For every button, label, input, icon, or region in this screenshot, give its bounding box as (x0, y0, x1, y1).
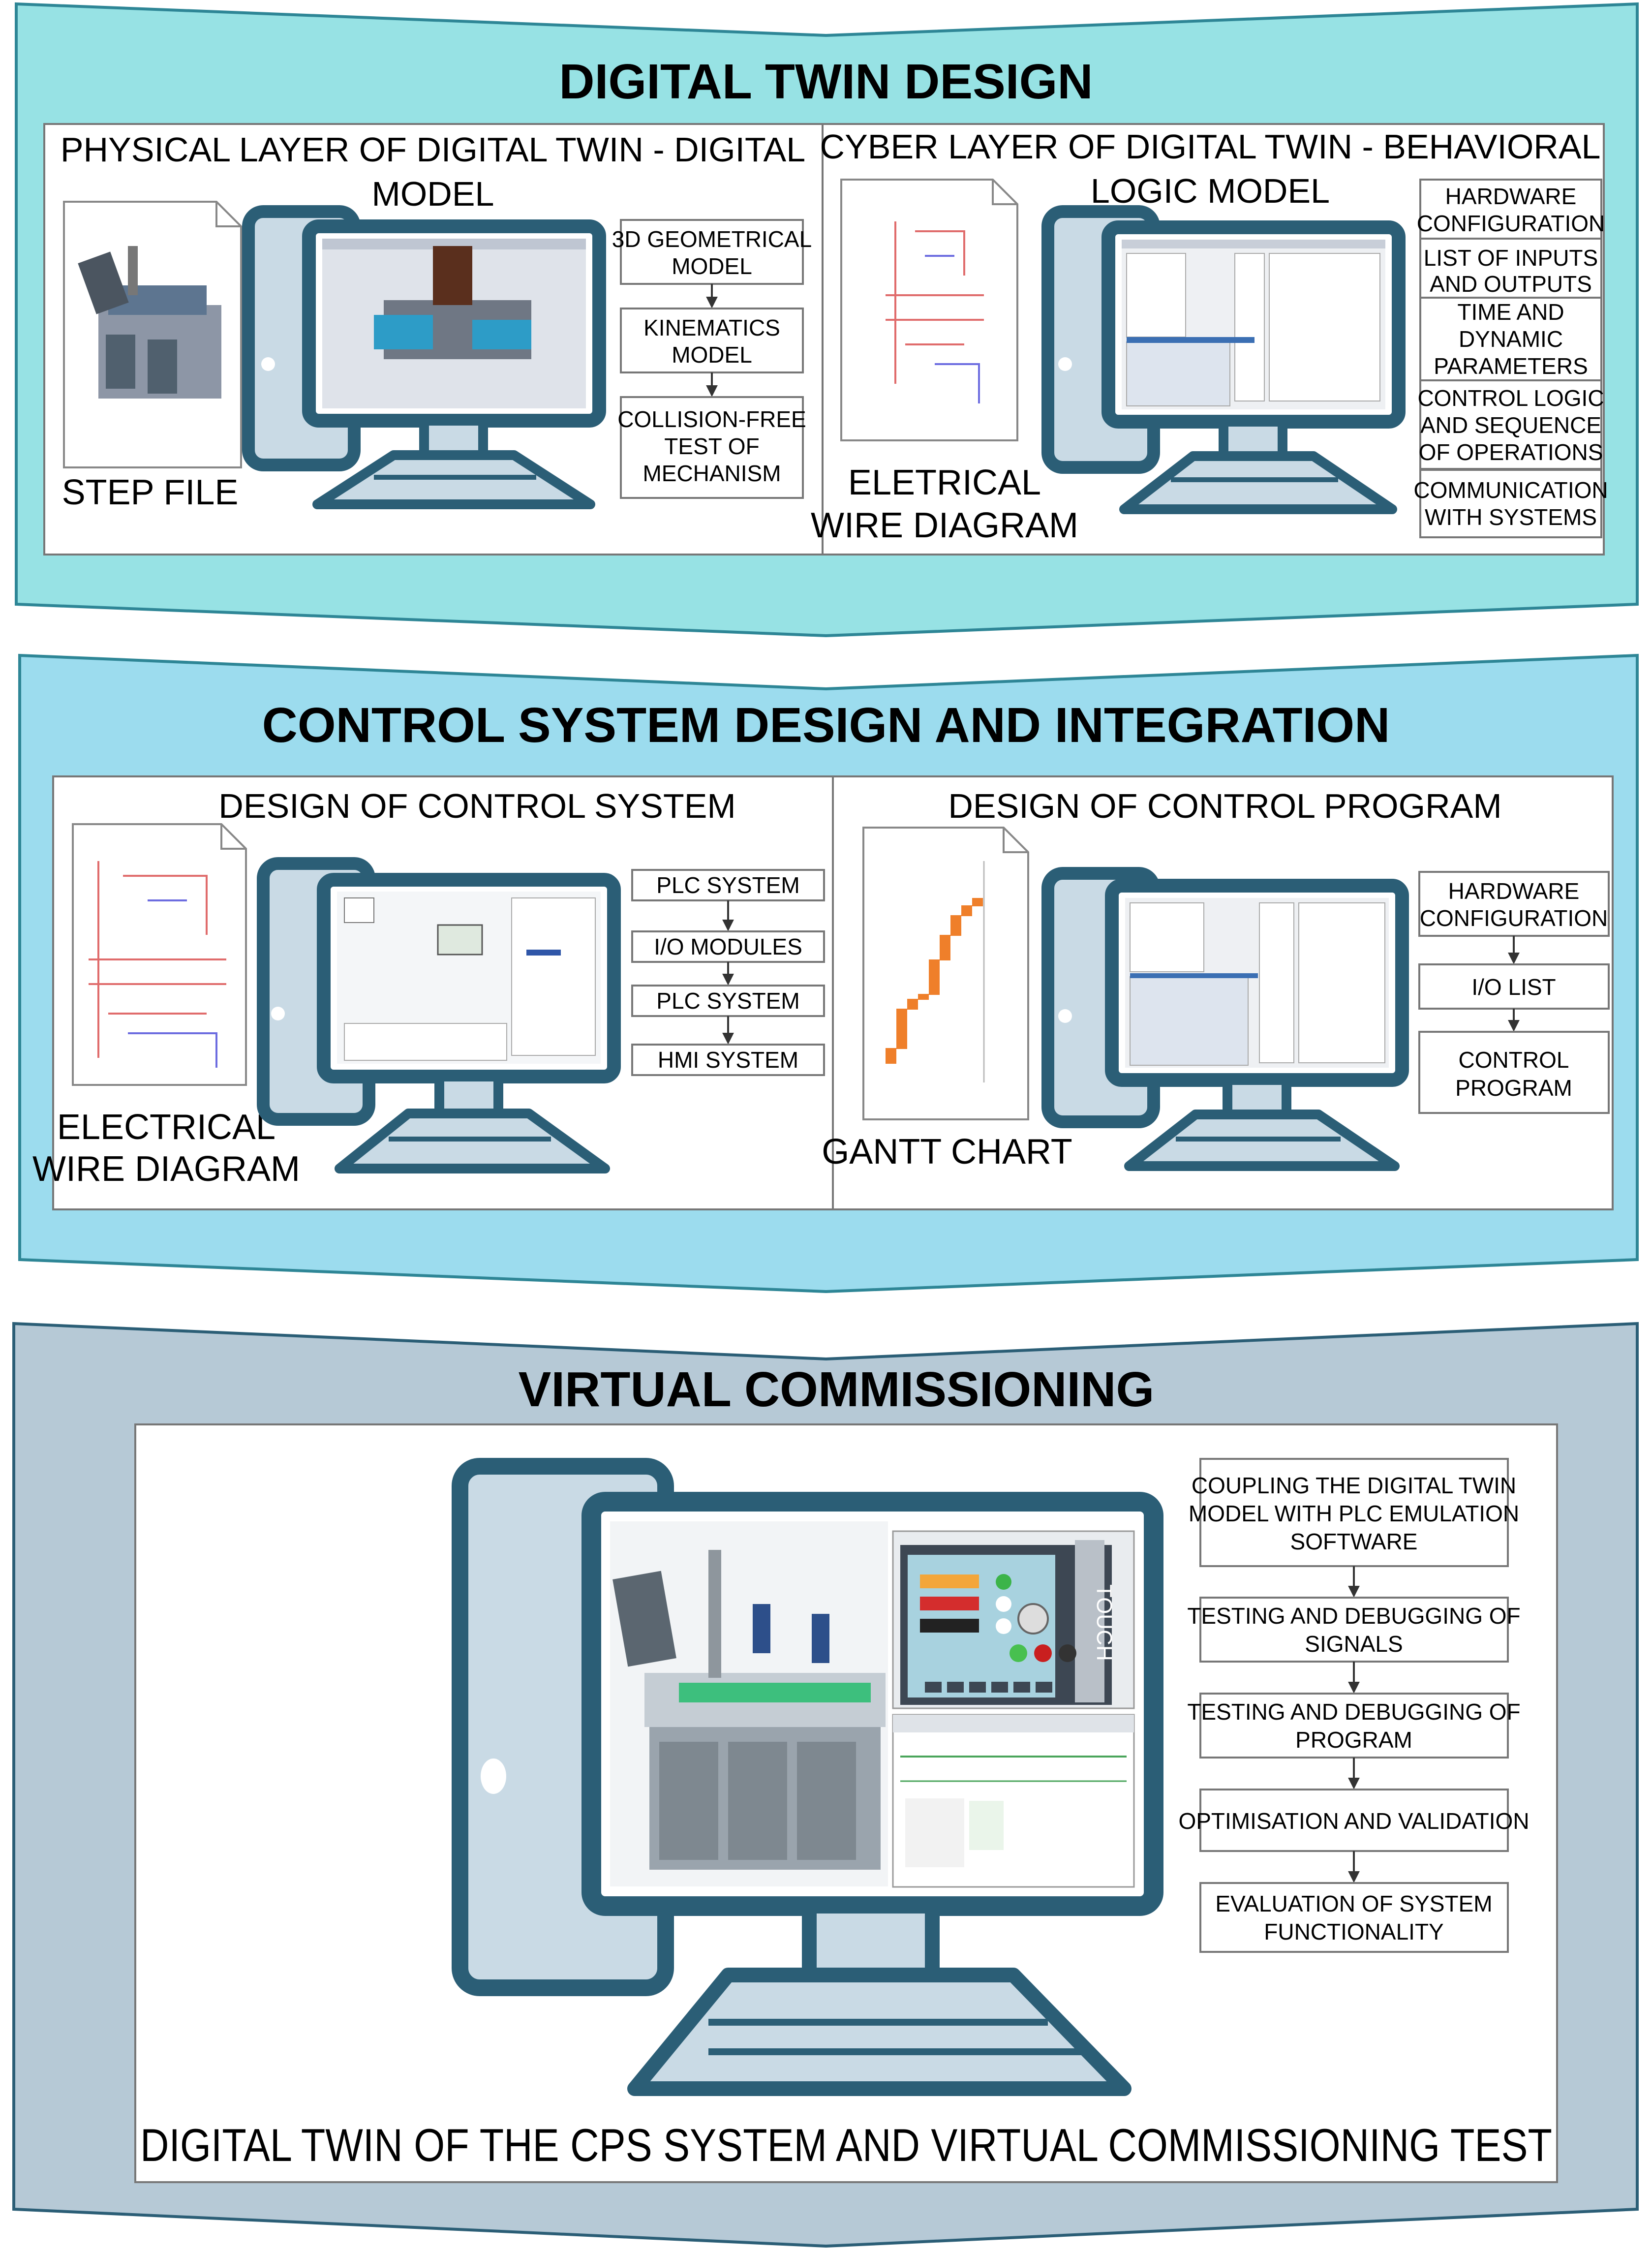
item-time-dynamic-parameters (1419, 297, 1602, 381)
cyber-layer-title: CYBER LAYER OF DIGITAL TWIN - BEHAVIORAL (820, 127, 1601, 166)
control-program-design-title: DESIGN OF CONTROL PROGRAM (948, 787, 1501, 825)
step-file-document (63, 201, 242, 468)
step-plc-system-2 (631, 985, 825, 1017)
svg-text:DYNAMIC: DYNAMIC (1459, 326, 1563, 352)
hardware-config-screenshot (337, 892, 601, 1064)
item-control-logic-sequence (1419, 379, 1602, 470)
step-collision-free-test (620, 396, 804, 499)
hmi-brand-label: TOUCH (1092, 1584, 1116, 1661)
gantt-bars (886, 898, 983, 1064)
step-evaluation-system-functionality (1199, 1882, 1509, 1953)
item-communication-with-systems (1419, 469, 1602, 538)
cad-software-screenshot (322, 239, 586, 408)
gantt-chart-label: GANTT CHART (822, 1132, 1072, 1172)
physical-layer-title-line2: MODEL (372, 175, 494, 213)
band-control-system-design: CONTROL SYSTEM DESIGN AND INTEGRATION DE… (18, 653, 1639, 1294)
svg-text:SIGNALS: SIGNALS (1305, 1631, 1403, 1657)
step-hardware-configuration (1418, 871, 1610, 937)
electrical-wire-diagram-document (72, 823, 247, 1086)
plc-software-screenshot (1122, 240, 1385, 409)
svg-text:I/O MODULES: I/O MODULES (654, 934, 802, 959)
wire-diagram-label-line2: WIRE DIAGRAM (811, 506, 1078, 545)
svg-text:HARDWARE: HARDWARE (1445, 184, 1577, 209)
step-testing-debugging-program (1199, 1693, 1509, 1759)
step-plc-system (631, 869, 825, 901)
band-2-title: CONTROL SYSTEM DESIGN AND INTEGRATION (262, 698, 1390, 753)
gantt-chart-document (862, 827, 1029, 1120)
tia-portal-screenshot (1125, 898, 1389, 1068)
svg-text:3D GEOMETRICAL: 3D GEOMETRICAL (612, 226, 812, 252)
svg-text:CONFIGURATION: CONFIGURATION (1420, 905, 1608, 931)
step-3d-geometrical-model (620, 219, 804, 285)
svg-text:AND SEQUENCE: AND SEQUENCE (1420, 412, 1601, 438)
band-3-title: VIRTUAL COMMISSIONING (519, 1362, 1155, 1417)
machine-thumbnail (78, 246, 221, 399)
control-system-steps-flow: PLC SYSTEM I/O MODULES PLC SYSTEM HMI SY… (631, 869, 825, 1076)
step-testing-debugging-signals (1199, 1597, 1509, 1663)
svg-text:CONTROL: CONTROL (1459, 1047, 1569, 1073)
band-1-title: DIGITAL TWIN DESIGN (559, 54, 1093, 109)
step-kinematics-model (620, 308, 804, 373)
svg-text:KINEMATICS: KINEMATICS (643, 315, 780, 340)
svg-text:MODEL: MODEL (672, 342, 752, 368)
wire-diagram-label-line1: ELETRICAL (848, 463, 1041, 502)
band-digital-twin-design: DIGITAL TWIN DESIGN PHYSICAL LAYER OF DI… (15, 2, 1639, 638)
svg-text:OF OPERATIONS: OF OPERATIONS (1419, 439, 1603, 465)
vc-footer-label: DIGITAL TWIN OF THE CPS SYSTEM AND VIRTU… (140, 2119, 1552, 2171)
step-hmi-system (631, 1044, 825, 1076)
svg-text:CONTROL LOGIC: CONTROL LOGIC (1417, 385, 1604, 411)
svg-text:TESTING AND DEBUGGING OF: TESTING AND DEBUGGING OF (1187, 1603, 1520, 1629)
item-list-of-inputs-outputs (1419, 238, 1602, 299)
electrical-wire-label-line1: ELECTRICAL (57, 1108, 275, 1147)
svg-text:PARAMETERS: PARAMETERS (1434, 353, 1588, 379)
svg-text:HMI SYSTEM: HMI SYSTEM (658, 1047, 798, 1073)
svg-text:EVALUATION OF SYSTEM: EVALUATION OF SYSTEM (1215, 1891, 1492, 1916)
svg-text:MECHANISM: MECHANISM (642, 461, 781, 486)
electrical-wire-label-line2: WIRE DIAGRAM (32, 1149, 300, 1189)
wire-diagram-document (840, 179, 1018, 441)
svg-text:PLC SYSTEM: PLC SYSTEM (656, 988, 799, 1014)
svg-text:COLLISION-FREE: COLLISION-FREE (617, 406, 806, 432)
item-hardware-configuration (1419, 179, 1602, 240)
svg-text:LIST OF INPUTS: LIST OF INPUTS (1424, 245, 1598, 271)
plc-monitor-window (892, 1714, 1135, 1888)
control-program-steps-flow: HARDWARE CONFIGURATION I/O LIST CONTROL … (1418, 871, 1610, 1114)
physical-steps-flow: 3D GEOMETRICAL MODEL KINEMATICS MODEL CO… (612, 219, 812, 499)
svg-text:MODEL WITH PLC EMULATION: MODEL WITH PLC EMULATION (1189, 1501, 1519, 1526)
svg-text:TESTING AND DEBUGGING OF: TESTING AND DEBUGGING OF (1187, 1699, 1520, 1725)
step-coupling-digital-twin (1199, 1458, 1509, 1567)
svg-text:SOFTWARE: SOFTWARE (1290, 1529, 1418, 1554)
vc-steps-flow: COUPLING THE DIGITAL TWIN MODEL WITH PLC… (1178, 1458, 1530, 1953)
svg-text:I/O LIST: I/O LIST (1471, 974, 1556, 1000)
svg-text:PROGRAM: PROGRAM (1295, 1727, 1412, 1753)
digital-twin-model-render (610, 1521, 888, 1886)
svg-text:PROGRAM: PROGRAM (1455, 1075, 1572, 1101)
svg-text:WITH SYSTEMS: WITH SYSTEMS (1425, 504, 1597, 530)
svg-text:OPTIMISATION AND VALIDATION: OPTIMISATION AND VALIDATION (1178, 1808, 1529, 1834)
svg-text:AND OUTPUTS: AND OUTPUTS (1430, 271, 1592, 297)
step-optimisation-validation (1199, 1789, 1509, 1852)
svg-text:PLC SYSTEM: PLC SYSTEM (656, 872, 799, 898)
svg-text:CONFIGURATION: CONFIGURATION (1417, 211, 1605, 236)
control-system-design-title: DESIGN OF CONTROL SYSTEM (218, 787, 735, 825)
band-virtual-commissioning: VIRTUAL COMMISSIONING (12, 1322, 1639, 2248)
svg-text:COUPLING THE DIGITAL TWIN: COUPLING THE DIGITAL TWIN (1192, 1473, 1516, 1498)
svg-text:HARDWARE: HARDWARE (1448, 878, 1580, 904)
svg-text:FUNCTIONALITY: FUNCTIONALITY (1264, 1919, 1443, 1944)
step-file-label: STEP FILE (62, 473, 239, 512)
svg-text:COMMUNICATION: COMMUNICATION (1413, 477, 1608, 503)
svg-text:MODEL: MODEL (672, 253, 752, 279)
cyber-items-list: HARDWARE CONFIGURATION LIST OF INPUTS AN… (1413, 179, 1608, 538)
cyber-layer-title-line2: LOGIC MODEL (1091, 172, 1330, 210)
svg-text:TEST OF: TEST OF (664, 433, 759, 459)
svg-text:TIME AND: TIME AND (1457, 299, 1564, 325)
hmi-simulation-window: TOUCH (892, 1530, 1135, 1709)
step-control-program (1418, 1031, 1610, 1114)
physical-layer-title: PHYSICAL LAYER OF DIGITAL TWIN - DIGITAL (61, 130, 805, 169)
